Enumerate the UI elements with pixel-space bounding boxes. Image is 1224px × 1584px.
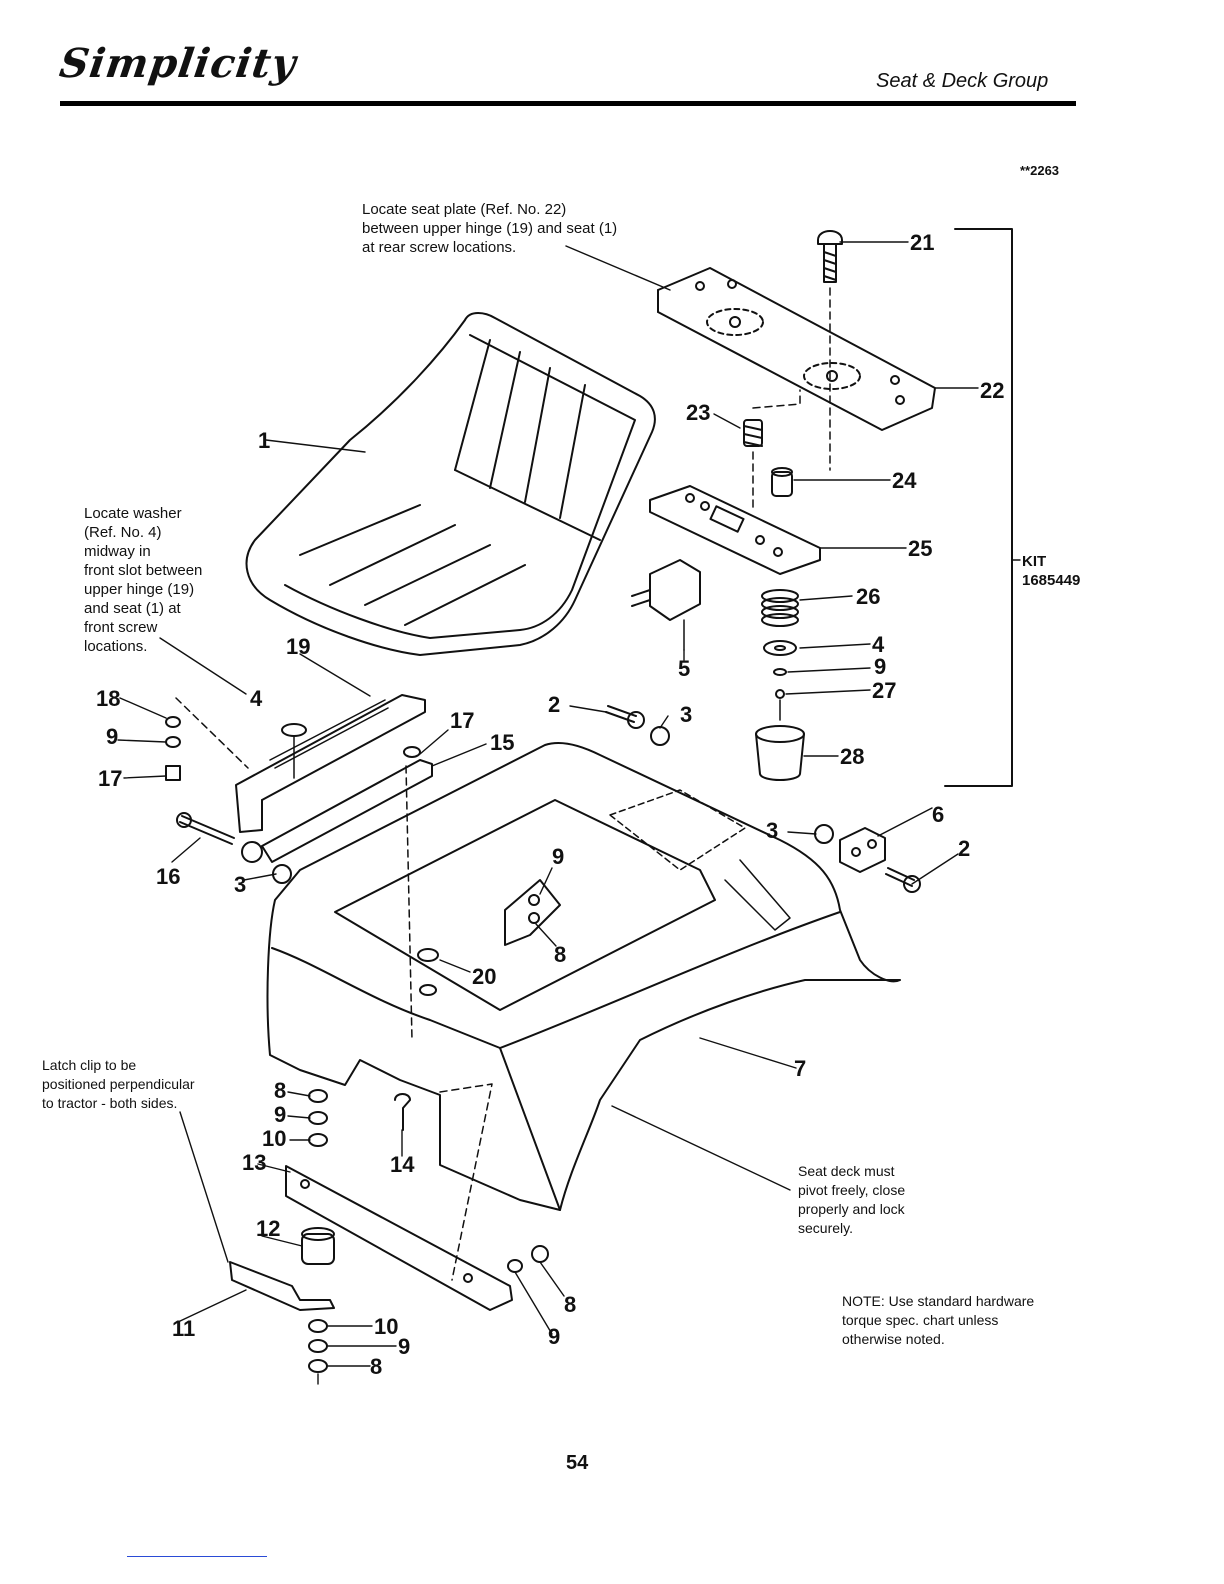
callout-7: 7 (794, 1056, 806, 1081)
note-seat-deck: Seat deck must pivot freely, close prope… (798, 1162, 905, 1238)
note-line: locations. (84, 638, 148, 655)
note-line: NOTE: Use standard hardware (842, 1293, 1035, 1309)
callout-17: 17 (98, 766, 122, 791)
callout-20: 20 (472, 964, 496, 989)
bushing-part (771, 467, 793, 497)
callout-16: 16 (156, 864, 180, 889)
callout-24: 24 (892, 468, 917, 493)
header-rule (60, 101, 1076, 106)
note-line: upper hinge (19) (84, 581, 195, 598)
callout-23: 23 (686, 400, 710, 425)
callout-8: 8 (564, 1292, 576, 1317)
spring-large-part (761, 589, 799, 627)
washer-stack-part (763, 640, 797, 721)
callout-12: 12 (256, 1216, 280, 1241)
callout-14: 14 (390, 1152, 415, 1177)
callout-9: 9 (548, 1324, 560, 1349)
note-line: at rear screw locations. (362, 239, 517, 256)
callout-labels: 1 2 2 3 3 3 4 4 5 6 7 8 8 8 8 9 9 9 9 9 … (96, 230, 1080, 1379)
callout-9: 9 (398, 1334, 410, 1359)
seat-part (245, 312, 656, 656)
lower-hinge-part (176, 759, 433, 1041)
callout-4: 4 (250, 686, 263, 711)
callout-8: 8 (554, 942, 566, 967)
callout-3: 3 (234, 872, 246, 897)
section-title: Seat & Deck Group (876, 70, 1049, 92)
kit-bracket (944, 228, 1013, 787)
callout-27: 27 (872, 678, 896, 703)
left-fastener-stack (165, 697, 421, 781)
note-latch-clip: Latch clip to be positioned perpendicula… (42, 1056, 195, 1113)
callout-10: 10 (374, 1314, 398, 1339)
page-number: 54 (566, 1452, 589, 1474)
note-line: Locate seat plate (Ref. No. 22) (362, 201, 567, 218)
footer-rule (127, 1556, 267, 1557)
callout-21: 21 (910, 230, 934, 255)
note-line: front slot between (84, 562, 203, 579)
callout-3: 3 (766, 818, 778, 843)
callout-13: 13 (242, 1150, 266, 1175)
note-line: otherwise noted. (842, 1331, 945, 1347)
callout-15: 15 (490, 730, 514, 755)
callout-10: 10 (262, 1126, 286, 1151)
note-washer: Locate washer (Ref. No. 4) midway in fro… (84, 504, 202, 656)
callout-19: 19 (286, 634, 310, 659)
carriage-bolt-part (817, 230, 843, 471)
note-line: between upper hinge (19) and seat (1) (362, 220, 618, 237)
note-line: securely. (798, 1220, 853, 1236)
callout-8: 8 (274, 1078, 286, 1103)
latch-assembly-part (229, 1083, 549, 1373)
mount-plate-part (649, 485, 821, 575)
seat-plate-part (657, 267, 936, 431)
note-line: (Ref. No. 4) (84, 524, 162, 541)
seat-switch-part (631, 559, 701, 651)
leader-lines (117, 241, 1021, 1385)
callout-9: 9 (274, 1102, 286, 1127)
callout-28: 28 (840, 744, 864, 769)
note-line: midway in (84, 543, 151, 560)
callout-1: 1 (258, 428, 270, 453)
note-line: pivot freely, close (798, 1182, 906, 1198)
note-line: positioned perpendicular (42, 1076, 195, 1092)
note-line: Locate washer (84, 505, 182, 522)
note-line: and seat (1) at (84, 600, 181, 617)
callout-26: 26 (856, 584, 880, 609)
note-seat-plate: Locate seat plate (Ref. No. 22) between … (362, 200, 617, 257)
note-line: torque spec. chart unless (842, 1312, 999, 1328)
note-torque: NOTE: Use standard hardware torque spec.… (842, 1292, 1034, 1349)
callout-3: 3 (680, 702, 692, 727)
callout-4: 4 (872, 632, 885, 657)
callout-18: 18 (96, 686, 120, 711)
note-line: properly and lock (798, 1201, 905, 1217)
hinge-bracket-part (605, 705, 921, 893)
callout-5: 5 (678, 656, 690, 681)
figure-number: **2263 (1020, 163, 1060, 178)
kit-label: KIT (1022, 553, 1046, 570)
kit-number: 1685449 (1022, 572, 1080, 589)
callout-9: 9 (106, 724, 118, 749)
callout-8: 8 (370, 1354, 382, 1379)
callout-25: 25 (908, 536, 932, 561)
upper-hinge-part (235, 694, 426, 833)
callout-6: 6 (932, 802, 944, 827)
callout-17: 17 (450, 708, 474, 733)
callout-9: 9 (552, 844, 564, 869)
spring-small-part (743, 389, 801, 511)
note-line: to tractor - both sides. (42, 1095, 178, 1111)
bumper-cup-part (755, 725, 805, 781)
callout-2: 2 (548, 692, 560, 717)
callout-22: 22 (980, 378, 1004, 403)
callout-2: 2 (958, 836, 970, 861)
note-line: Latch clip to be (42, 1057, 137, 1073)
note-line: Seat deck must (798, 1163, 895, 1179)
callout-9: 9 (874, 654, 886, 679)
seat-deck-part (266, 742, 901, 1211)
note-line: front screw (84, 619, 158, 636)
callout-11: 11 (172, 1316, 195, 1341)
